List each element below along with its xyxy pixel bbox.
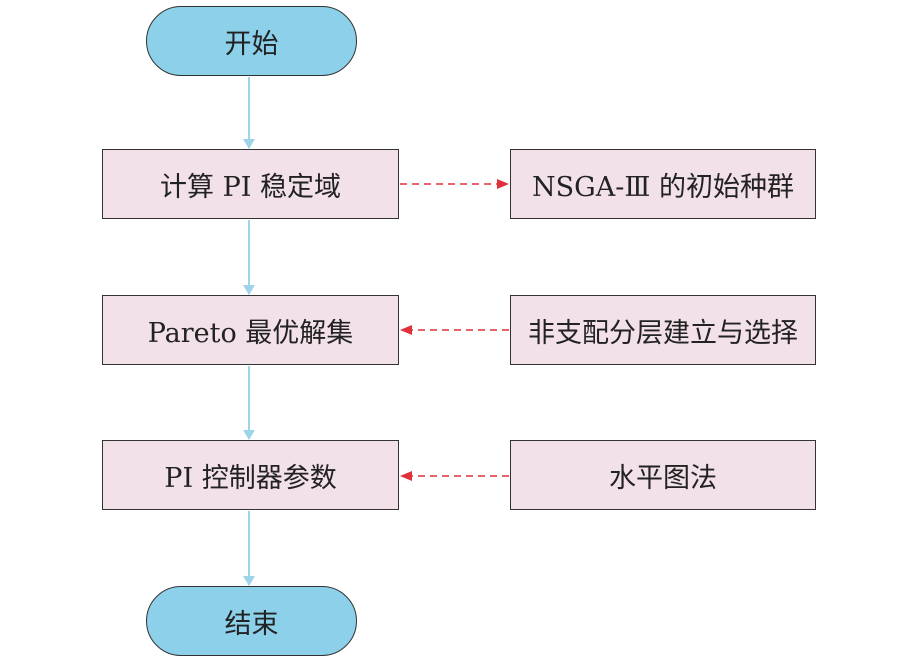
pi-stability-label: 计算 PI 稳定域 bbox=[160, 171, 341, 203]
pi-stability-node: 计算 PI 稳定域 bbox=[102, 149, 399, 219]
horizontal-graph-label: 水平图法 bbox=[609, 462, 717, 494]
nondominated-sort-label: 非支配分层建立与选择 bbox=[528, 317, 798, 349]
end-node: 结束 bbox=[146, 586, 357, 656]
pareto-label: Pareto 最优解集 bbox=[147, 317, 354, 349]
horizontal-graph-node: 水平图法 bbox=[510, 440, 816, 510]
start-label: 开始 bbox=[224, 28, 279, 60]
end-label: 结束 bbox=[224, 608, 279, 640]
controller-params-label: PI 控制器参数 bbox=[164, 462, 337, 494]
pareto-node: Pareto 最优解集 bbox=[102, 295, 399, 365]
nondominated-sort-node: 非支配分层建立与选择 bbox=[510, 295, 816, 365]
nsga-init-node: NSGA-Ⅲ 的初始种群 bbox=[510, 149, 816, 219]
controller-params-node: PI 控制器参数 bbox=[102, 440, 399, 510]
nsga-init-label: NSGA-Ⅲ 的初始种群 bbox=[532, 171, 794, 203]
start-node: 开始 bbox=[146, 6, 357, 76]
